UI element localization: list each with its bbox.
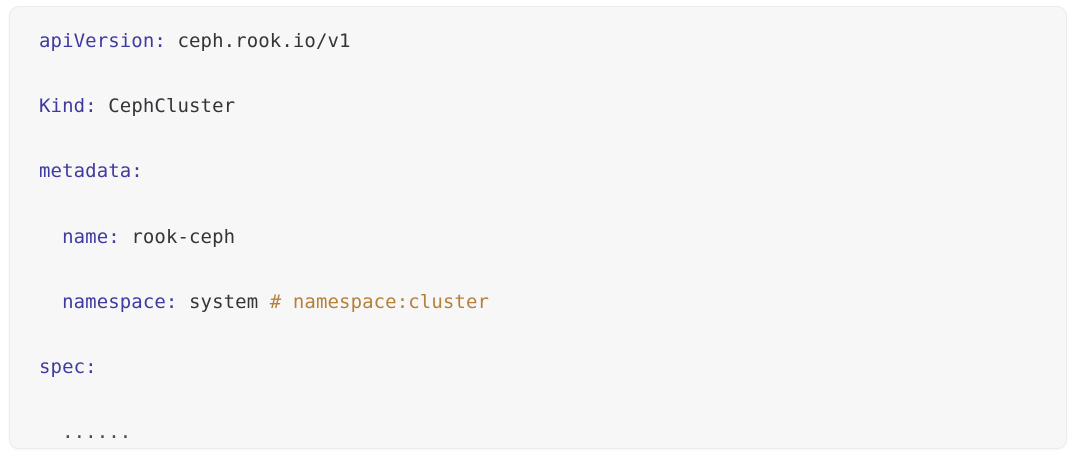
yaml-value: rook-ceph bbox=[131, 225, 236, 248]
yaml-key: metadata: bbox=[39, 160, 143, 183]
line-metadata-name: name: rook-ceph bbox=[39, 221, 489, 254]
yaml-key: name: bbox=[62, 225, 120, 248]
yaml-ellipsis: ...... bbox=[62, 421, 132, 444]
yaml-key: spec: bbox=[39, 355, 97, 378]
line-spec-ellipsis-top: ...... bbox=[39, 416, 489, 448]
token-space bbox=[120, 226, 132, 248]
token-space bbox=[97, 95, 109, 117]
yaml-value: CephCluster bbox=[108, 95, 236, 118]
indent-spacer bbox=[39, 291, 62, 313]
yaml-key: Kind: bbox=[39, 95, 97, 118]
line-apiversion: apiVersion: ceph.rook.io/v1 bbox=[39, 25, 489, 58]
yaml-code-lines: apiVersion: ceph.rook.io/v1 Kind: CephCl… bbox=[39, 25, 489, 448]
indent-spacer bbox=[39, 421, 62, 443]
line-metadata: metadata: bbox=[39, 155, 489, 188]
yaml-key: apiVersion: bbox=[39, 30, 166, 52]
yaml-comment: # namespace:cluster bbox=[269, 290, 490, 313]
line-kind: Kind: CephCluster bbox=[39, 90, 489, 123]
token-space bbox=[177, 291, 189, 313]
yaml-key: namespace: bbox=[62, 290, 178, 313]
token-space bbox=[166, 30, 178, 52]
indent-spacer bbox=[39, 226, 62, 248]
code-panel: apiVersion: ceph.rook.io/v1 Kind: CephCl… bbox=[9, 6, 1067, 449]
yaml-value: ceph.rook.io/v1 bbox=[177, 30, 351, 52]
yaml-value: system bbox=[189, 290, 270, 313]
line-metadata-namespace: namespace: system # namespace:cluster bbox=[39, 286, 489, 319]
yaml-code-block[interactable]: apiVersion: ceph.rook.io/v1 Kind: CephCl… bbox=[10, 7, 509, 448]
line-spec: spec: bbox=[39, 351, 489, 384]
